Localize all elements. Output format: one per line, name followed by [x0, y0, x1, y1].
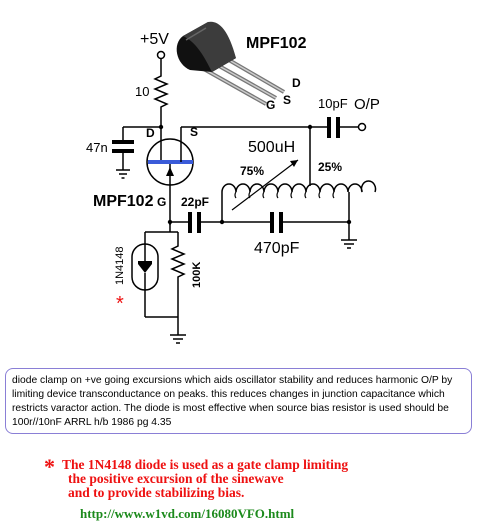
output-capacitor — [310, 117, 367, 138]
tank-cap-label: 470pF — [254, 240, 300, 257]
drain-bypass-capacitor — [112, 127, 134, 179]
output-label: O/P — [354, 96, 380, 113]
inductor-label: 500uH — [248, 139, 295, 156]
package-pin-g-label: G — [266, 98, 275, 112]
tank-ground — [341, 222, 357, 249]
drain-cap-label: 47n — [86, 140, 108, 155]
source-url[interactable]: http://www.w1vd.com/16080VFO.html — [80, 506, 295, 521]
part-name-label: MPF102 — [246, 35, 307, 52]
supply-terminal — [156, 50, 166, 60]
tank-inductor — [221, 159, 377, 222]
drain-resistor-label: 10 — [135, 84, 149, 99]
clamp-diode — [131, 232, 159, 317]
footnote-line-2: the positive excursion of the sinewave — [68, 471, 284, 486]
gate-resistor-label: 100K — [191, 262, 203, 288]
supply-label: +5V — [140, 31, 169, 48]
footnote: * The 1N4148 diode is used as a gate cla… — [44, 456, 462, 500]
note-text: diode clamp on +ve going excursions whic… — [12, 375, 453, 428]
package-pin-d-label: D — [292, 76, 301, 90]
drain-resistor — [153, 59, 169, 127]
tap-75-label: 75% — [240, 164, 264, 178]
schematic: +5V MPF102 D S G 10 47n D S G MPF102 10p… — [86, 21, 380, 344]
gate-resistor — [170, 232, 186, 317]
pin-s-label: S — [190, 125, 198, 139]
diode-label: 1N4148 — [114, 246, 126, 285]
output-cap-label: 10pF — [318, 96, 348, 111]
pin-d-label: D — [146, 126, 155, 140]
tank-capacitor — [270, 212, 349, 233]
pin-g-label: G — [157, 195, 166, 209]
diode-star-mark: * — [116, 293, 124, 315]
note-box: diode clamp on +ve going excursions whic… — [5, 368, 472, 434]
footnote-line-3: and to provide stabilizing bias. — [68, 485, 245, 500]
gate-cap-label: 22pF — [181, 195, 209, 209]
gate-capacitor — [170, 212, 270, 233]
jfet-symbol — [146, 127, 194, 225]
fet-channel — [148, 160, 193, 164]
footnote-star: * — [44, 454, 55, 479]
gate-ground — [170, 317, 186, 344]
to92-package-illustration — [176, 21, 286, 106]
package-pin-s-label: S — [283, 93, 291, 107]
tap-25-label: 25% — [318, 160, 342, 174]
footnote-line-1: The 1N4148 diode is used as a gate clamp… — [62, 457, 349, 472]
fet-part-label: MPF102 — [93, 193, 154, 210]
